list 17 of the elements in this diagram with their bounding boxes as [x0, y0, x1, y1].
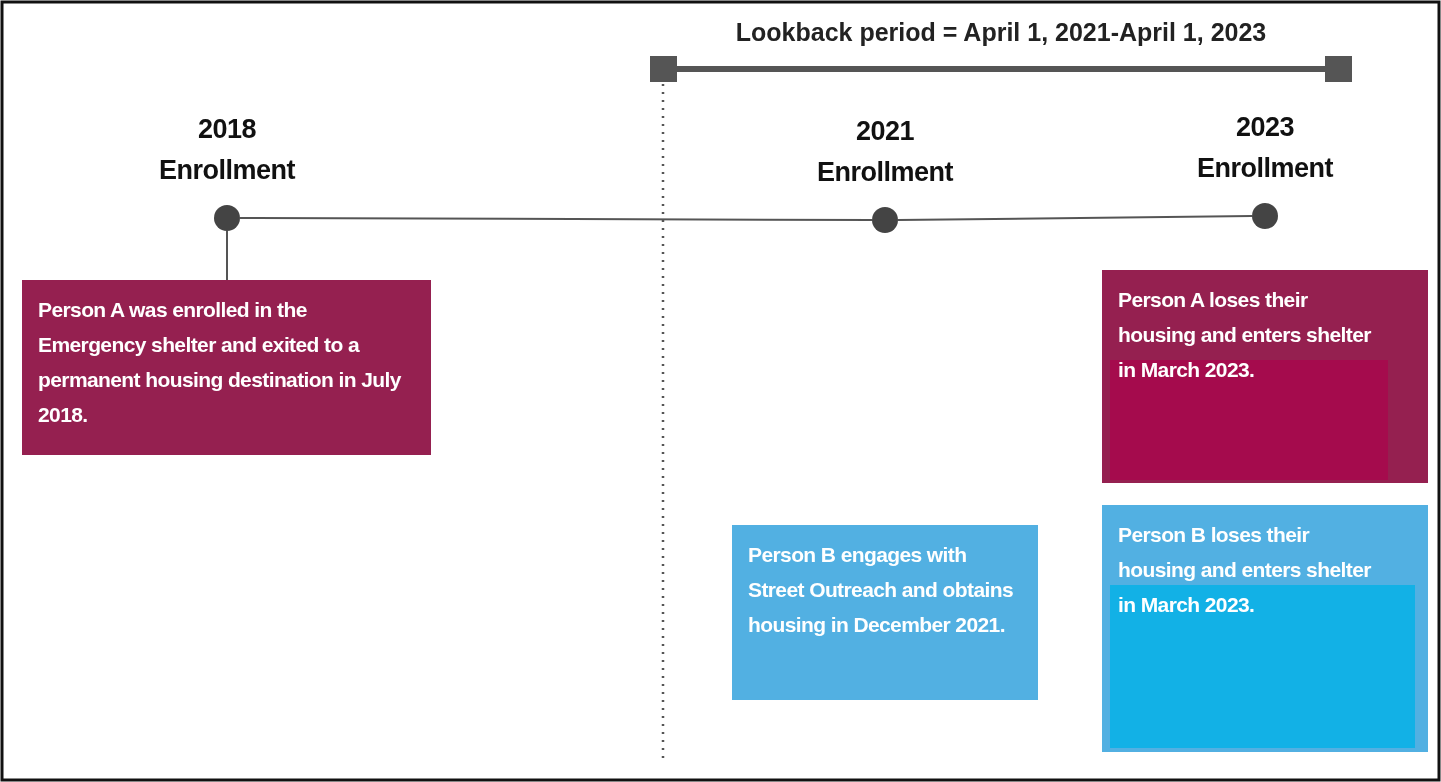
event-description: Person B engages with Street Outreach and obtains housing in December 2021.: [748, 542, 1015, 638]
connector-line: [226, 230, 228, 281]
milestone-label: 2021 Enrollment: [816, 115, 955, 189]
period-bar: [677, 66, 1325, 72]
event-card: [732, 525, 1038, 700]
event-card: [1102, 505, 1428, 752]
endpoint-square: [1325, 56, 1352, 82]
event-card: [1102, 270, 1428, 483]
event-description: Person A was enrolled in the Emergency shelter and exited to a permanent housing destination in July 2018.: [38, 297, 402, 428]
connector-line: [239, 217, 873, 221]
endpoint-square: [650, 56, 677, 82]
event-description: Person B loses their housing and enters shelter in March 2023.: [1118, 522, 1372, 618]
milestone-label: 2018 Enrollment: [158, 113, 297, 187]
event-card: [22, 280, 431, 455]
event-description: Person A loses their housing and enters shelter in March 2023.: [1118, 287, 1372, 383]
connector-line: [897, 215, 1253, 221]
milestone-label: 2023 Enrollment: [1196, 111, 1335, 185]
